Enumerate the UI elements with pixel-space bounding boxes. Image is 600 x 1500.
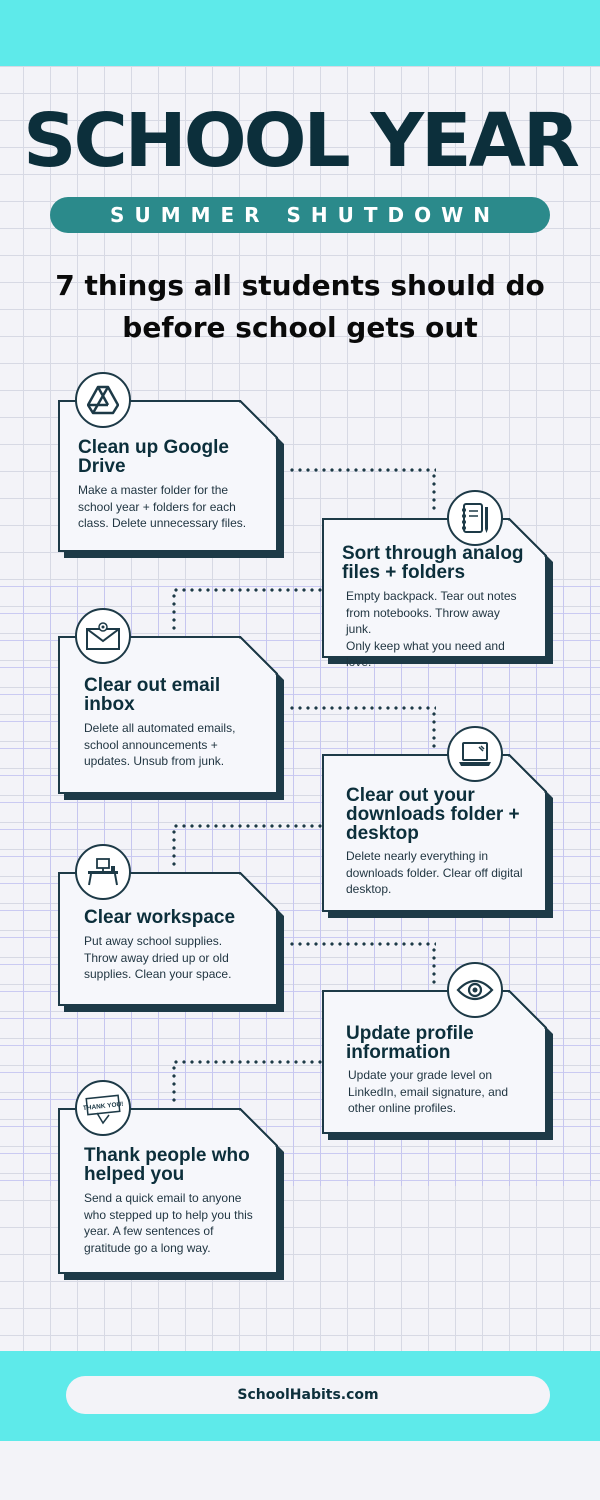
card-description: Make a master folder for the school year… <box>78 482 254 532</box>
notebook-icon <box>447 490 503 546</box>
card-title-line: Sort through analog <box>342 543 524 564</box>
headline-line-1: 7 things all students should do <box>55 269 545 302</box>
card-description: Delete all automated emails, school anno… <box>84 720 254 770</box>
connector <box>172 1060 324 1064</box>
email-icon <box>75 608 131 664</box>
card-body <box>324 756 545 910</box>
card-title-line: inbox <box>84 694 135 715</box>
card-desc-line: Put away school supplies. <box>84 934 223 948</box>
step-card-downloads-desktop: Clear out your downloads folder + deskto… <box>322 754 547 912</box>
card-title: Thank people who helped you <box>84 1146 258 1184</box>
headline-line-2: before school gets out <box>122 311 478 344</box>
headline: 7 things all students should do before s… <box>20 265 580 349</box>
subtitle-pill: SUMMER SHUTDOWN <box>50 197 550 233</box>
card-desc-line: class. Delete unnecessary files. <box>78 516 247 530</box>
card-desc-line: who stepped up to help you this <box>84 1207 253 1222</box>
card-title-line: files + folders <box>342 562 466 583</box>
card-title-line: Thank people who <box>84 1145 250 1166</box>
card-title: Clean up Google Drive <box>78 438 258 476</box>
card-description: Update your grade level on LinkedIn, ema… <box>348 1067 523 1117</box>
card-description: Put away school supplies. Throw away dri… <box>84 933 254 983</box>
desk-icon <box>75 844 131 900</box>
card-fold <box>240 1108 278 1146</box>
card-title: Clear out your downloads folder + deskto… <box>346 786 527 843</box>
card-desc-line: other online profiles. <box>348 1101 457 1115</box>
card-desc-line: LinkedIn, email signature, and <box>348 1084 509 1099</box>
card-desc-line: Only keep what you need and love. <box>346 638 505 670</box>
thank-you-icon-text: THANK YOU! <box>83 1101 123 1112</box>
card-desc-line: downloads folder. Clear off digital <box>346 865 523 880</box>
card-title-line: helped you <box>84 1164 185 1185</box>
top-band <box>0 0 600 66</box>
card-description: Delete nearly everything in downloads fo… <box>346 848 523 898</box>
card-fold <box>509 518 547 556</box>
connector <box>172 588 324 592</box>
step-card-thank-people: Thank people who helped you Send a quick… <box>58 1108 278 1274</box>
card-desc-line: Throw away dried up or old <box>84 950 229 965</box>
connector <box>432 946 436 986</box>
card-fold <box>240 872 278 910</box>
card-title: Clear out email inbox <box>84 676 258 714</box>
step-card-workspace: Clear workspace Put away school supplies… <box>58 872 278 1006</box>
connector <box>288 942 436 946</box>
connector <box>172 824 324 828</box>
card-description: Empty backpack. Tear out notes from note… <box>346 588 523 671</box>
step-card-analog-files: Sort through analog files + folders Empt… <box>322 518 547 669</box>
card-desc-line: desktop. <box>346 882 392 896</box>
connector <box>172 828 176 868</box>
card-desc-line: year. A few sentences of <box>84 1224 214 1238</box>
card-desc-line: Send a quick email to anyone <box>84 1191 242 1205</box>
card-fold <box>509 754 547 792</box>
card-title-line: information <box>346 1042 451 1063</box>
connector <box>432 710 436 750</box>
page-title: SCHOOL YEAR <box>23 98 580 184</box>
card-desc-line: Make a master folder for the <box>78 483 229 497</box>
subtitle-text: SUMMER SHUTDOWN <box>110 203 500 227</box>
connector <box>172 1064 176 1104</box>
card-title-line: Drive <box>78 456 126 477</box>
card-title-line: Clear out email <box>84 675 221 696</box>
card-desc-line: Empty backpack. Tear out notes <box>346 589 517 603</box>
footer-link-pill[interactable]: SchoolHabits.com <box>66 1376 550 1414</box>
thank-you-note-icon: THANK YOU! <box>75 1080 131 1136</box>
connector <box>432 472 436 514</box>
bottom-strip <box>0 1441 600 1500</box>
card-description: Send a quick email to anyone who stepped… <box>84 1190 254 1256</box>
laptop-icon <box>447 726 503 782</box>
card-desc-line: updates. Unsub from junk. <box>84 754 225 768</box>
eye-icon <box>447 962 503 1018</box>
card-desc-line: school announcements + <box>84 737 218 752</box>
card-desc-line: Delete nearly everything in <box>346 849 489 863</box>
step-card-email-inbox: Clear out email inbox Delete all automat… <box>58 636 278 794</box>
card-desc-line: supplies. Clean your space. <box>84 967 232 981</box>
card-fold <box>240 400 278 438</box>
card-desc-line: gratitude go a long way. <box>84 1240 211 1255</box>
step-card-profile-info: Update profile information Update your g… <box>322 990 547 1134</box>
card-title: Sort through analog files + folders <box>342 544 527 582</box>
connector <box>288 706 436 710</box>
card-desc-line: school year + folders for each <box>78 499 236 514</box>
card-title: Clear workspace <box>84 908 258 927</box>
card-title-line: Update profile <box>346 1023 474 1044</box>
card-title: Update profile information <box>346 1024 527 1062</box>
card-desc-line: from notebooks. Throw away junk. <box>346 605 500 637</box>
google-drive-icon <box>75 372 131 428</box>
card-title-line: downloads folder + <box>346 804 520 825</box>
card-fold <box>240 636 278 674</box>
card-fold <box>509 990 547 1028</box>
card-title-line: Clean up Google <box>78 437 229 458</box>
card-title-line: Clear out your <box>346 785 475 806</box>
card-body <box>324 520 545 656</box>
footer-website[interactable]: SchoolHabits.com <box>237 1387 379 1403</box>
card-desc-line: Update your grade level on <box>348 1068 493 1082</box>
card-title-line: Clear workspace <box>84 907 236 928</box>
connector <box>288 468 436 472</box>
card-desc-line: Delete all automated emails, <box>84 721 236 735</box>
card-title-line: desktop <box>346 823 419 844</box>
connector <box>172 592 176 632</box>
card-body <box>324 992 545 1132</box>
